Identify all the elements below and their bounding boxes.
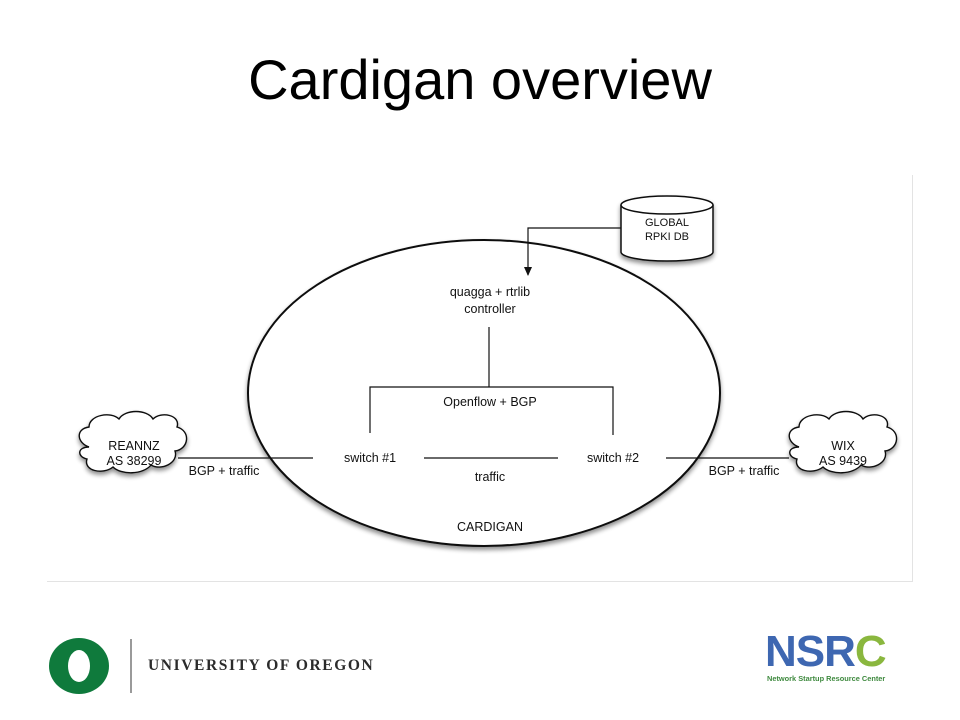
university-of-oregon-o-logo	[49, 638, 109, 694]
footer-divider	[130, 639, 132, 693]
university-name: UNIVERSITY OF OREGON	[148, 657, 375, 674]
wix-label-line1: WIX	[831, 439, 855, 453]
nsrc-letter-s: S	[795, 627, 825, 676]
nsrc-logo: NSRC Network Startup Resource Center	[765, 628, 905, 688]
openflow-link-label: Openflow + BGP	[443, 395, 536, 409]
controller-label-line1: quagga + rtrlib	[450, 285, 530, 299]
wix-cloud	[788, 410, 898, 474]
traffic-link-label: traffic	[475, 470, 505, 484]
reannz-label-line2: AS 38299	[107, 454, 162, 468]
rpki-feed-arrow	[524, 227, 621, 276]
nsrc-letter-c: C	[854, 627, 887, 676]
nsrc-letter-n: N	[765, 627, 797, 676]
rpki-db-label-line1: GLOBAL	[645, 217, 689, 229]
rpki-db-label-line2: RPKI DB	[645, 231, 689, 243]
cardigan-region	[247, 239, 721, 547]
reannz-cloud	[78, 410, 188, 474]
right-peer-link-label: BGP + traffic	[709, 464, 780, 478]
left-peer-link-label: BGP + traffic	[189, 464, 260, 478]
controller-label-line2: controller	[464, 302, 515, 316]
diagram-frame: GLOBAL RPKI DB quagga + rtrlib controlle…	[47, 175, 913, 582]
switch-1-label: switch #1	[344, 451, 396, 465]
nsrc-letter-r: R	[824, 627, 856, 676]
switch-2-label: switch #2	[587, 451, 639, 465]
wix-label-line2: AS 9439	[819, 454, 867, 468]
cardigan-region-label: CARDIGAN	[457, 520, 523, 534]
nsrc-wordmark: NSRC	[765, 627, 887, 676]
cardigan-diagram: GLOBAL RPKI DB quagga + rtrlib controlle…	[78, 195, 898, 547]
nsrc-tagline: Network Startup Resource Center	[767, 674, 886, 683]
reannz-label-line1: REANNZ	[108, 439, 160, 453]
rpki-database	[620, 195, 714, 262]
slide-title: Cardigan overview	[248, 48, 712, 111]
openflow-link	[369, 327, 614, 435]
